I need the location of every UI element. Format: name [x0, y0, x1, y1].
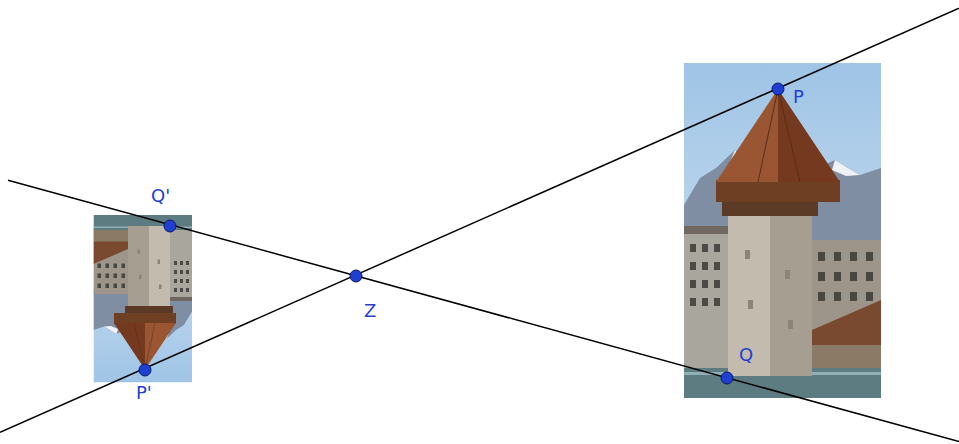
projection-ray [0, 8, 959, 432]
point-marker [721, 372, 733, 384]
inverted-tower-image [94, 215, 193, 383]
point-marker [772, 83, 784, 95]
point-label: Q' [151, 185, 170, 206]
point-label: P [793, 86, 804, 107]
point-marker [164, 220, 176, 232]
tower-photo [684, 63, 881, 398]
point-marker [139, 364, 151, 376]
point-label: P' [136, 382, 152, 403]
projection-ray [8, 180, 959, 441]
point-marker [350, 270, 362, 282]
point-label: Z [364, 300, 376, 321]
point-label: Q [739, 344, 753, 365]
